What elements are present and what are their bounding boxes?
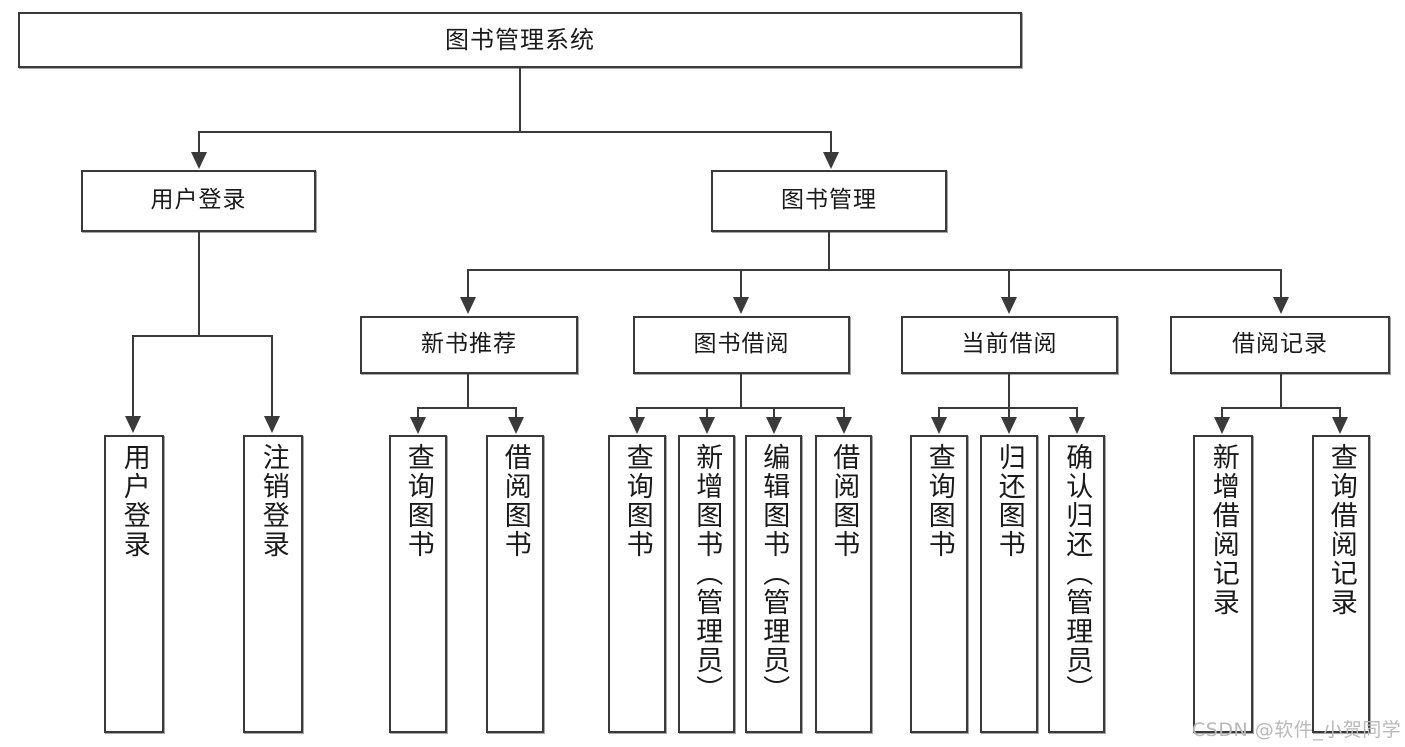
arrowhead-user-login [191,152,207,169]
node-label: 新增图书（管理员） [691,443,723,704]
node-label: 图书管理系统 [445,25,595,54]
arrowhead-nb-leaf-2 [508,417,524,434]
connector-current-borrow-stem [1008,374,1010,407]
arrowhead-br-leaf-2 [1332,417,1348,434]
connector-bm-to-new-book [467,269,469,298]
node-book-borrow[interactable]: 图书借阅 [633,316,850,374]
connector-book-management-bus [468,269,1282,271]
leaf-user-login[interactable]: 用户登录 [104,435,164,733]
arrowhead-book-management [823,152,839,169]
arrowhead-bb-leaf-4 [836,417,852,434]
node-label: 用户登录 [118,443,150,559]
node-book-management[interactable]: 图书管理 [711,170,947,232]
node-label: 新增借阅记录 [1207,443,1239,617]
leaf-bb-query-book[interactable]: 查询图书 [608,435,666,733]
node-label: 图书管理 [781,187,877,214]
arrowhead-leaf-logout [264,416,280,433]
arrowhead-nb-leaf-1 [410,417,426,434]
arrowhead-leaf-user-login [125,416,141,433]
connector-book-management-stem [828,232,830,269]
node-label: 当前借阅 [961,331,1058,358]
node-label: 图书借阅 [693,331,790,358]
connector-new-book-left [417,407,419,418]
node-label: 借阅图书 [499,443,531,559]
arrowhead-cb-leaf-1 [931,417,947,434]
node-label: 借阅图书 [828,443,860,559]
connector-root-to-user-login [198,131,200,153]
node-new-book-recommend[interactable]: 新书推荐 [360,316,578,374]
leaf-nb-query-book[interactable]: 查询图书 [389,435,447,733]
arrowhead-bb-leaf-1 [629,417,645,434]
connector-new-book-right [515,407,517,418]
connector-user-login-bus [133,335,273,337]
connector-user-login-left [132,335,134,417]
arrowhead-bb-leaf-3 [766,417,782,434]
connector-bm-to-book-borrow [740,269,742,298]
connector-new-book-stem [467,374,469,407]
connector-user-login-stem [198,232,200,335]
node-root-book-management-system[interactable]: 图书管理系统 [18,12,1022,68]
connector-bb-4 [843,407,845,418]
arrowhead-bb-leaf-2 [699,417,715,434]
leaf-cb-confirm-return-admin[interactable]: 确认归还（管理员） [1048,435,1105,733]
arrowhead-cb-leaf-3 [1069,417,1085,434]
connector-book-borrow-bus [637,407,844,409]
node-label: 查询图书 [923,443,955,559]
node-label: 确认归还（管理员） [1061,443,1093,704]
node-label: 编辑图书（管理员） [758,443,790,704]
node-label: 注销登录 [257,443,289,559]
node-user-login[interactable]: 用户登录 [81,170,316,232]
node-label: 用户登录 [150,187,247,214]
leaf-cb-return-book[interactable]: 归还图书 [980,435,1038,733]
node-borrow-record[interactable]: 借阅记录 [1170,316,1390,374]
node-label: 新书推荐 [421,331,517,358]
connector-root-to-book-management [830,131,832,153]
arrowhead-br-leaf-1 [1214,417,1230,434]
leaf-bb-borrow-book[interactable]: 借阅图书 [815,435,872,733]
watermark-csdn: CSDN @软件_小贺同学 [1192,719,1402,741]
node-label: 查询图书 [621,443,653,559]
leaf-logout[interactable]: 注销登录 [243,435,303,733]
node-label: 查询图书 [402,443,434,559]
connector-borrow-record-stem [1280,374,1282,407]
connector-root-bus [199,131,831,133]
connector-root-stem [519,68,521,131]
connector-br-1 [1221,407,1223,418]
node-label: 归还图书 [993,443,1025,559]
connector-bb-3 [773,407,775,418]
connector-bb-2 [706,407,708,418]
leaf-nb-borrow-book[interactable]: 借阅图书 [486,435,544,733]
leaf-bb-edit-book-admin[interactable]: 编辑图书（管理员） [745,435,802,733]
leaf-bb-add-book-admin[interactable]: 新增图书（管理员） [678,435,735,733]
node-current-borrow[interactable]: 当前借阅 [901,316,1118,374]
connector-bm-to-current-borrow [1008,269,1010,298]
connector-br-2 [1339,407,1341,418]
leaf-br-add-record[interactable]: 新增借阅记录 [1193,435,1253,733]
arrowhead-cb-leaf-2 [1001,417,1017,434]
connector-user-login-right [271,335,273,417]
node-label: 借阅记录 [1232,331,1328,358]
connector-new-book-bus [418,407,517,409]
arrowhead-current-borrow [1001,297,1017,314]
arrowhead-borrow-record [1273,297,1289,314]
connector-book-borrow-stem [740,374,742,407]
connector-cb-2 [1008,407,1010,418]
arrowhead-book-borrow [733,297,749,314]
arrowhead-new-book [460,297,476,314]
connector-bb-1 [636,407,638,418]
leaf-br-query-record[interactable]: 查询借阅记录 [1312,435,1370,733]
connector-cb-3 [1076,407,1078,418]
connector-bm-to-borrow-record [1280,269,1282,298]
node-label: 查询借阅记录 [1325,443,1357,617]
connector-borrow-record-bus [1222,407,1341,409]
leaf-cb-query-book[interactable]: 查询图书 [910,435,968,733]
connector-cb-1 [938,407,940,418]
